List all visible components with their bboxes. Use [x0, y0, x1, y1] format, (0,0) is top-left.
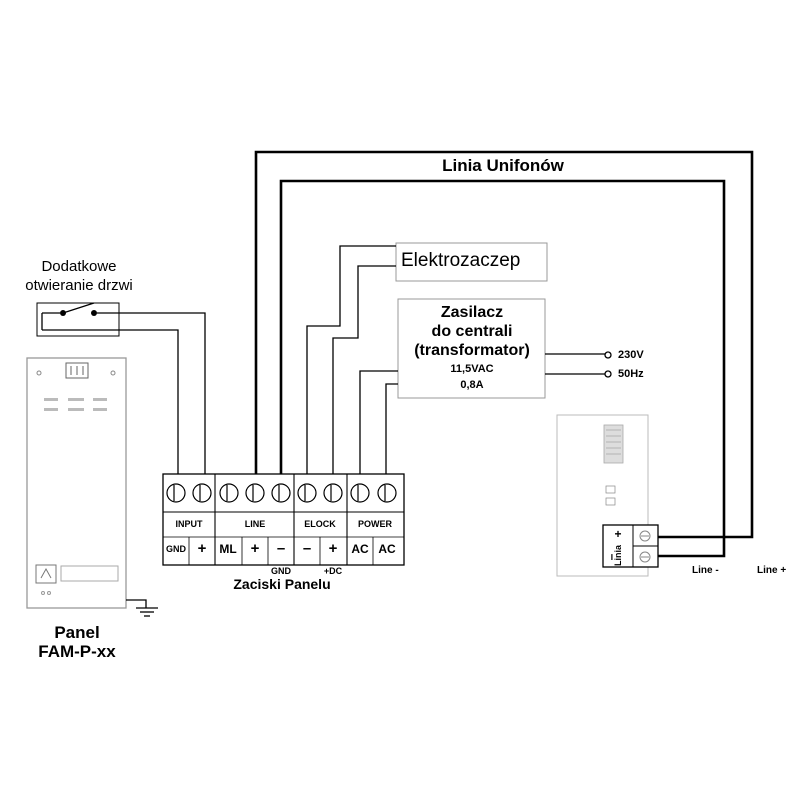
unifon-device — [556, 414, 659, 577]
switch-wire-to-plus — [97, 312, 206, 482]
terminal-label-input-plus: + — [197, 540, 207, 557]
terminal-label-ac1: AC — [351, 542, 369, 556]
terminal-label-elock-minus: – — [302, 540, 312, 557]
terminal-screw-6 — [297, 483, 317, 503]
switch-contact-right — [91, 310, 97, 316]
terminal-label-elock-plus: + — [328, 540, 338, 557]
mains-voltage-label: 230V — [618, 349, 644, 361]
terminal-caption: Zaciski Panelu — [233, 576, 331, 592]
zasilacz-line1: Zasilacz — [440, 304, 504, 321]
line-plus-label: Line + — [757, 565, 787, 576]
terminal-label-ac2: AC — [378, 542, 396, 556]
terminal-screw-9 — [377, 483, 397, 503]
elektrozaczep-label: Elektrozaczep — [401, 250, 521, 271]
switch-box — [36, 302, 120, 337]
terminal-screws — [166, 483, 397, 503]
terminal-screw-1 — [166, 483, 186, 503]
line-inner-wire — [279, 179, 726, 558]
terminal-below-gnd: GND — [271, 566, 291, 576]
zasilacz-line5: 0,8A — [460, 379, 484, 391]
power-ac2-wire — [385, 383, 398, 482]
unifon-linia-label: Linia — [613, 544, 623, 566]
terminal-group-power: POWER — [357, 519, 393, 529]
terminal-screw-3 — [219, 483, 239, 503]
dodatkowe-label-line2: otwieranie drzwi — [25, 277, 133, 294]
panel-device — [26, 357, 158, 617]
terminal-below-dc: +DC — [323, 566, 343, 576]
terminal-screw-2 — [192, 483, 212, 503]
switch-lever — [62, 302, 95, 314]
switch-wire-to-gnd — [42, 329, 179, 482]
terminal-label-line-plus: + — [250, 540, 260, 557]
elock-minus-wire — [306, 245, 396, 482]
zasilacz-line4: 11,5VAC — [450, 363, 494, 375]
mains-terminal-2 — [604, 370, 612, 378]
line-outer-wire — [254, 150, 754, 539]
zasilacz-line2: do centrali — [431, 323, 513, 340]
mains-freq-label: 50Hz — [618, 368, 644, 380]
terminal-group-input: INPUT — [175, 519, 203, 529]
terminal-screw-8 — [350, 483, 370, 503]
terminal-screw-4 — [245, 483, 265, 503]
mains-terminal-1 — [604, 351, 612, 359]
line-minus-label: Line - — [692, 565, 719, 576]
terminal-group-line: LINE — [244, 519, 266, 529]
dodatkowe-label-line1: Dodatkowe — [41, 258, 117, 275]
elektrozaczep-box — [395, 242, 548, 282]
terminal-group-elock: ELOCK — [304, 519, 336, 529]
power-ac1-wire — [359, 370, 398, 482]
panel-label-line2: FAM-P-xx — [38, 642, 116, 661]
elock-plus-wire — [332, 265, 396, 482]
terminal-label-gnd: GND — [166, 544, 186, 554]
terminal-screw-5 — [271, 483, 291, 503]
zasilacz-line3: (transformator) — [414, 342, 530, 359]
panel-label-line1: Panel — [54, 623, 100, 642]
terminal-block — [162, 473, 405, 566]
terminal-label-line-minus: – — [276, 540, 286, 557]
terminal-label-ml: ML — [219, 542, 237, 556]
zasilacz-box — [397, 298, 546, 399]
terminal-screw-7 — [323, 483, 343, 503]
unifon-plus-label: + — [614, 527, 622, 541]
linia-unifonow-label: Linia Unifonów — [442, 156, 564, 175]
